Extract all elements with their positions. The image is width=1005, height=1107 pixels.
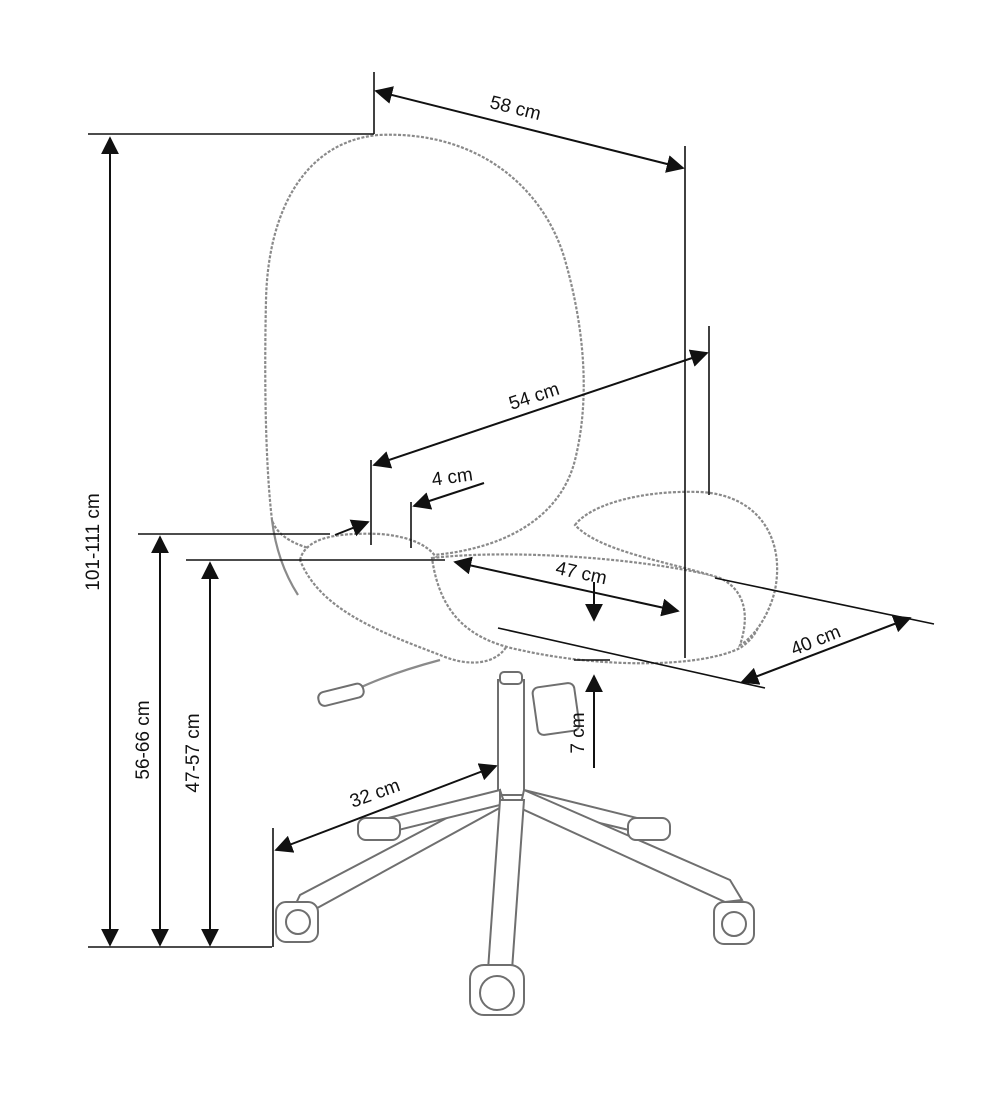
caster-back-left	[357, 817, 401, 841]
caster-left	[275, 901, 319, 943]
dimension-lines	[101, 86, 912, 947]
dim-line-seat-thickness-a	[334, 519, 370, 537]
caster-back-right	[627, 817, 671, 841]
label-total-height: 101-111 cm	[83, 493, 104, 591]
label-seat-height: 56-66 cm	[133, 700, 154, 779]
base-leg-right	[518, 788, 744, 904]
gas-lift-column	[497, 679, 525, 796]
dim-line-base-radius	[274, 763, 498, 853]
dim-line-depth	[740, 615, 912, 685]
gas-lift-top	[499, 671, 523, 685]
dim-line-seat-width	[372, 349, 709, 469]
caster-right	[713, 901, 755, 945]
mechanism-knob	[531, 682, 581, 736]
caster-front	[469, 964, 525, 1016]
label-base-radius: 32 cm	[347, 775, 403, 812]
lever-handle	[317, 682, 365, 707]
chair-backrest	[264, 133, 585, 558]
base-leg-front	[486, 799, 526, 971]
dim-line-seat-depth	[453, 556, 680, 617]
label-armrest-height: 47-57 cm	[183, 713, 204, 792]
dim-line-total-width	[374, 86, 685, 173]
dim-line-seat-thickness-b	[412, 482, 485, 510]
chair-back-side	[270, 519, 299, 596]
height-lever	[354, 658, 441, 691]
chair-illustration	[264, 133, 779, 1016]
chair-left-arm	[298, 532, 512, 664]
label-gas-lift-travel: 7 cm	[568, 712, 589, 753]
